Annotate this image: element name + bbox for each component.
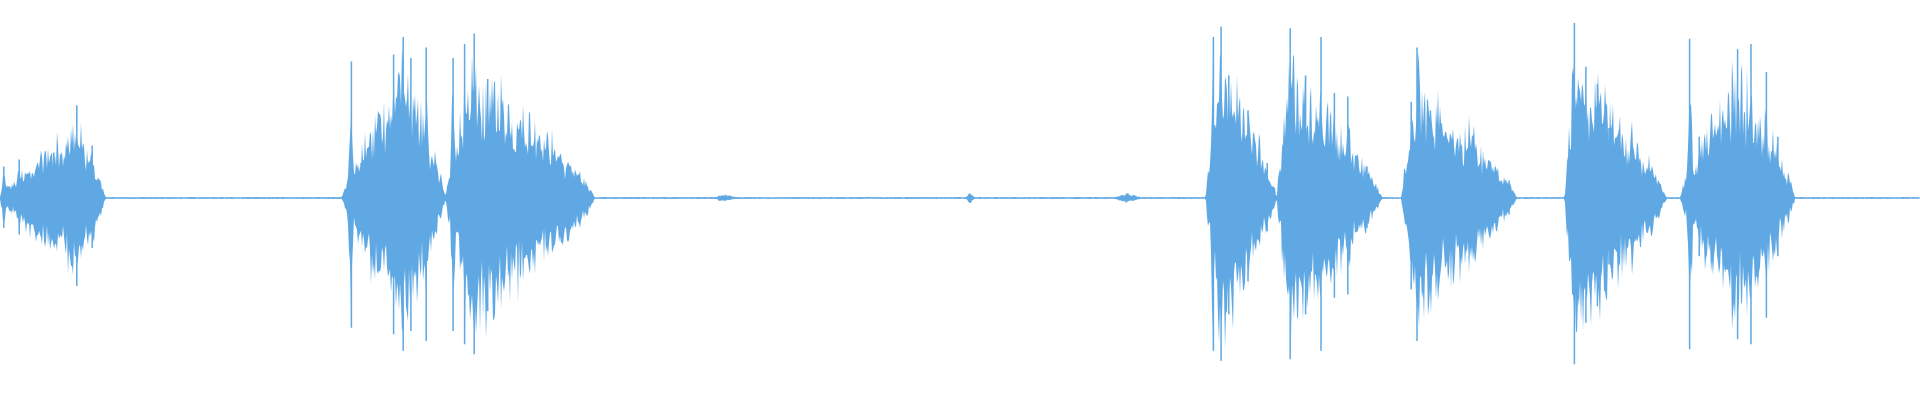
waveform-envelope [0,41,1919,353]
waveform-spikes [3,23,1779,365]
